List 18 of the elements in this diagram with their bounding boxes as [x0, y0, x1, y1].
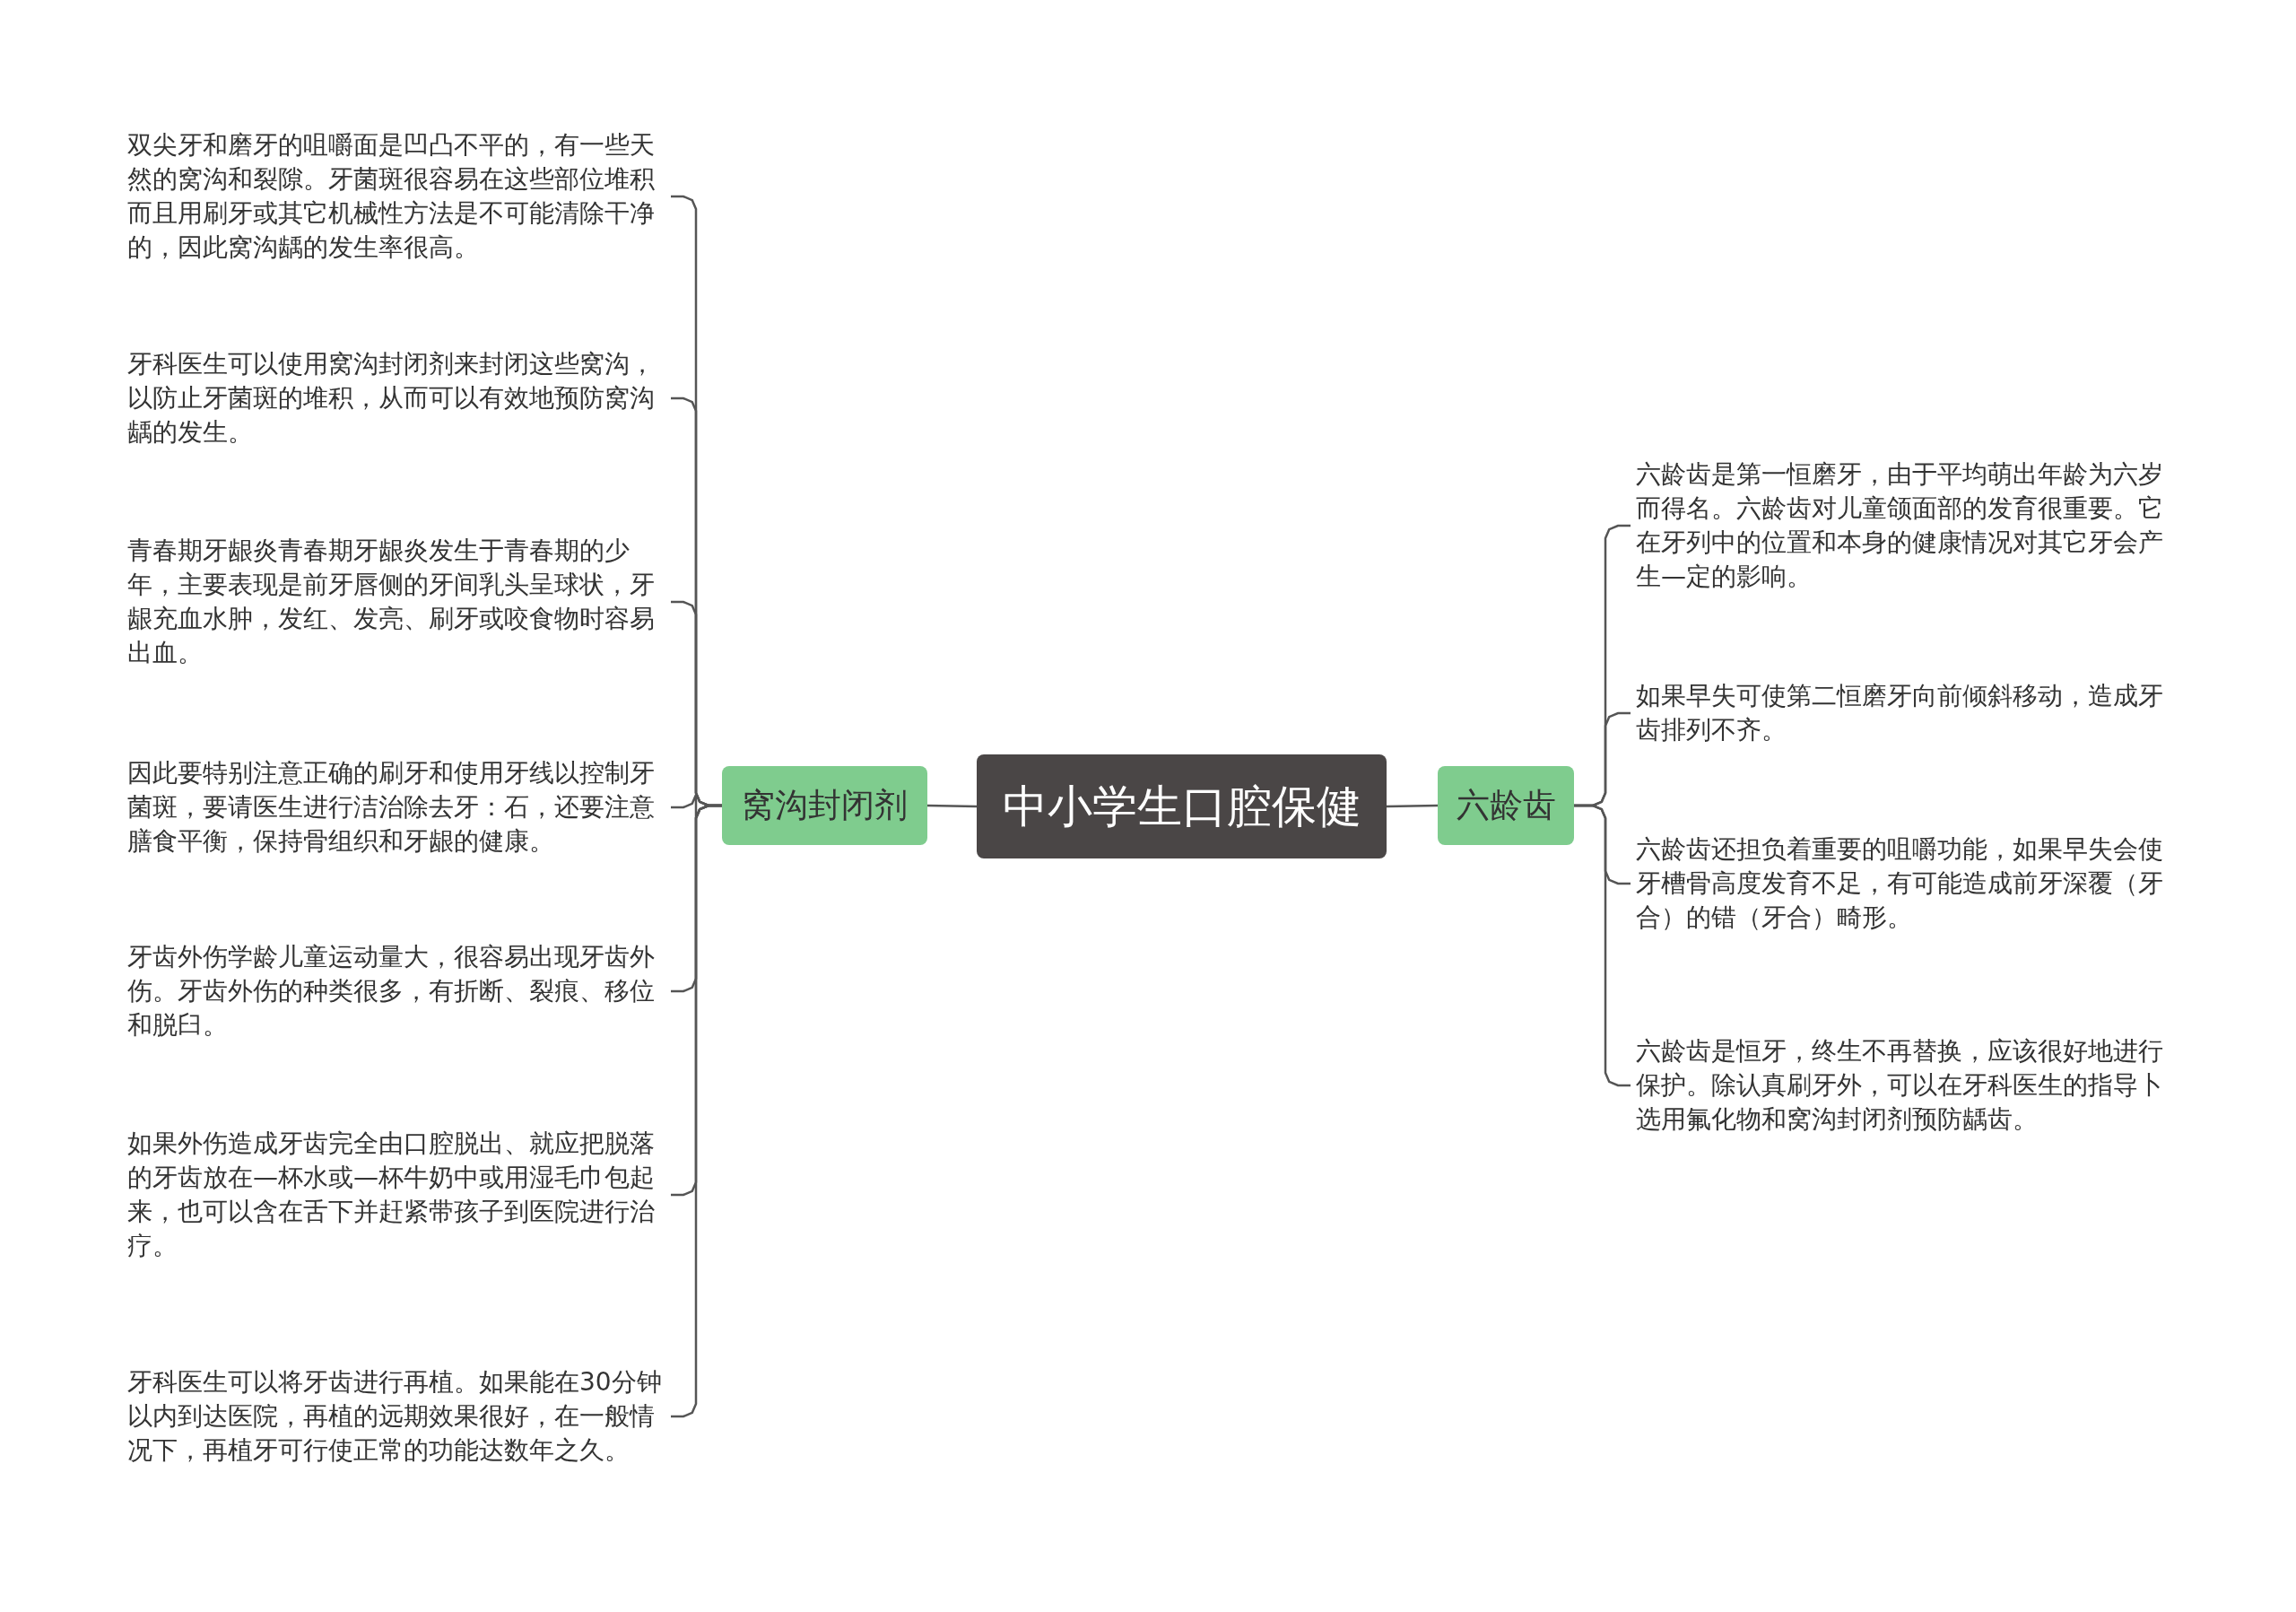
note-text: 牙科医生可以将牙齿进行再植。如果能在30分钟以内到达医院，再植的远期效果很好，在一般情况下，再植牙可行使正常的功能达数年之久。 [122, 1365, 671, 1468]
note-text: 牙齿外伤学龄儿童运动量大，很容易出现牙齿外伤。牙齿外伤的种类很多，有折断、裂痕、移位和脱臼。 [122, 940, 671, 1042]
note-text: 青春期牙龈炎青春期牙龈炎发生于青春期的少年，主要表现是前牙唇侧的牙间乳头呈球状，牙龈充血水肿，发红、发亮、刷牙或咬食物时容易出血。 [122, 534, 671, 670]
note-text: 因此要特别注意正确的刷牙和使用牙线以控制牙菌斑，要请医生进行洁治除去牙：石，还要注意膳食平衡，保持骨组织和牙龈的健康。 [122, 756, 671, 858]
branch-topic-box: 窝沟封闭剂 [722, 766, 927, 845]
connector-line [926, 804, 978, 808]
note-text: 如果早失可使第二恒磨牙向前倾斜移动，造成牙齿排列不齐。 [1631, 679, 2179, 747]
note-text: 六龄齿是第一恒磨牙，由于平均萌出年龄为六岁而得名。六龄齿对儿童颌面部的发育很重要。它在牙列中的位置和本身的健康情况对其它牙会产生—定的影响。 [1631, 457, 2179, 594]
note-text: 如果外伤造成牙齿完全由口腔脱出、就应把脱落的牙齿放在—杯水或—杯牛奶中或用湿毛巾包起来，也可以含在舌下并赶紧带孩子到医院进行治疗。 [122, 1127, 671, 1263]
connector-line [1574, 804, 1631, 1087]
note-text: 六龄齿还担负着重要的咀嚼功能，如果早失会使牙槽骨高度发育不足，有可能造成前牙深覆（牙合）的错（牙合）畸形。 [1631, 832, 2179, 935]
branch-topic-box: 六龄齿 [1438, 766, 1574, 845]
note-text: 双尖牙和磨牙的咀嚼面是凹凸不平的，有一些天然的窝沟和裂隙。牙菌斑很容易在这些部位堆积而且用刷牙或其它机械性方法是不可能清除干净的，因此窝沟龋的发生率很高。 [122, 128, 671, 265]
connector-line [671, 804, 722, 1418]
note-text: 牙科医生可以使用窝沟封闭剂来封闭这些窝沟，以防止牙菌斑的堆积，从而可以有效地预防窝沟龋的发生。 [122, 347, 671, 449]
central-topic-box: 中小学生口腔保健 [977, 754, 1387, 858]
note-text: 六龄齿是恒牙，终生不再替换，应该很好地进行保护。除认真刷牙外，可以在牙科医生的指导卜选用氟化物和窝沟封闭剂预防龋齿。 [1631, 1034, 2179, 1137]
connector-line [1386, 804, 1439, 808]
